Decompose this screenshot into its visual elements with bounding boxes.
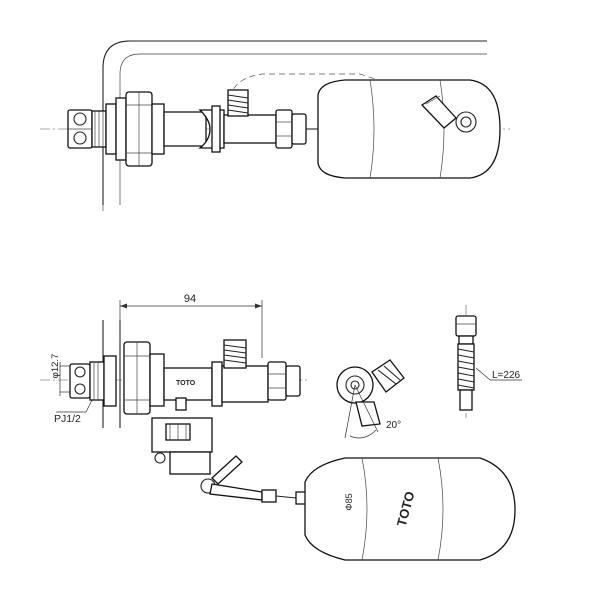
valve-body-top: [163, 105, 277, 153]
outlet-nut-top: [275, 109, 318, 149]
width-label: 94: [184, 293, 196, 305]
valve-body-front: TOTO: [163, 361, 269, 411]
tank-wall-inner: [119, 53, 487, 205]
inlet-nut: [67, 109, 93, 149]
lock-nut-front: [123, 341, 165, 415]
body-brand-label: TOTO: [176, 380, 196, 387]
thread-diameter-label: φ12.7: [50, 354, 61, 379]
top-view: [40, 40, 510, 212]
inlet-nut-front: [69, 355, 117, 407]
float-diameter-label: Φ85: [344, 493, 354, 510]
float-top: [317, 79, 501, 179]
refill-spring-front: [223, 339, 247, 369]
hose-fitting: [455, 315, 477, 337]
lock-nut: [125, 91, 165, 167]
side-detail: 20°: [336, 359, 405, 439]
float-linkage: [151, 417, 307, 505]
length-label: L=226: [492, 370, 521, 381]
outlet-nut-front: [267, 361, 301, 401]
tank-wall-outline: [102, 40, 487, 205]
connection-callout: PJ1/2: [54, 395, 95, 425]
hose-coil: [457, 343, 475, 391]
inlet-shank: [91, 97, 127, 161]
float-front: TOTO Φ85: [304, 457, 516, 561]
refill-spring-top: [227, 89, 249, 117]
hose-detail: L=226: [455, 305, 522, 418]
connection-label: PJ1/2: [54, 413, 81, 425]
front-view: 94 φ12.7 PJ1/2: [40, 293, 516, 561]
dimension-width: 94: [119, 293, 263, 358]
angle-label: 20°: [386, 420, 401, 431]
